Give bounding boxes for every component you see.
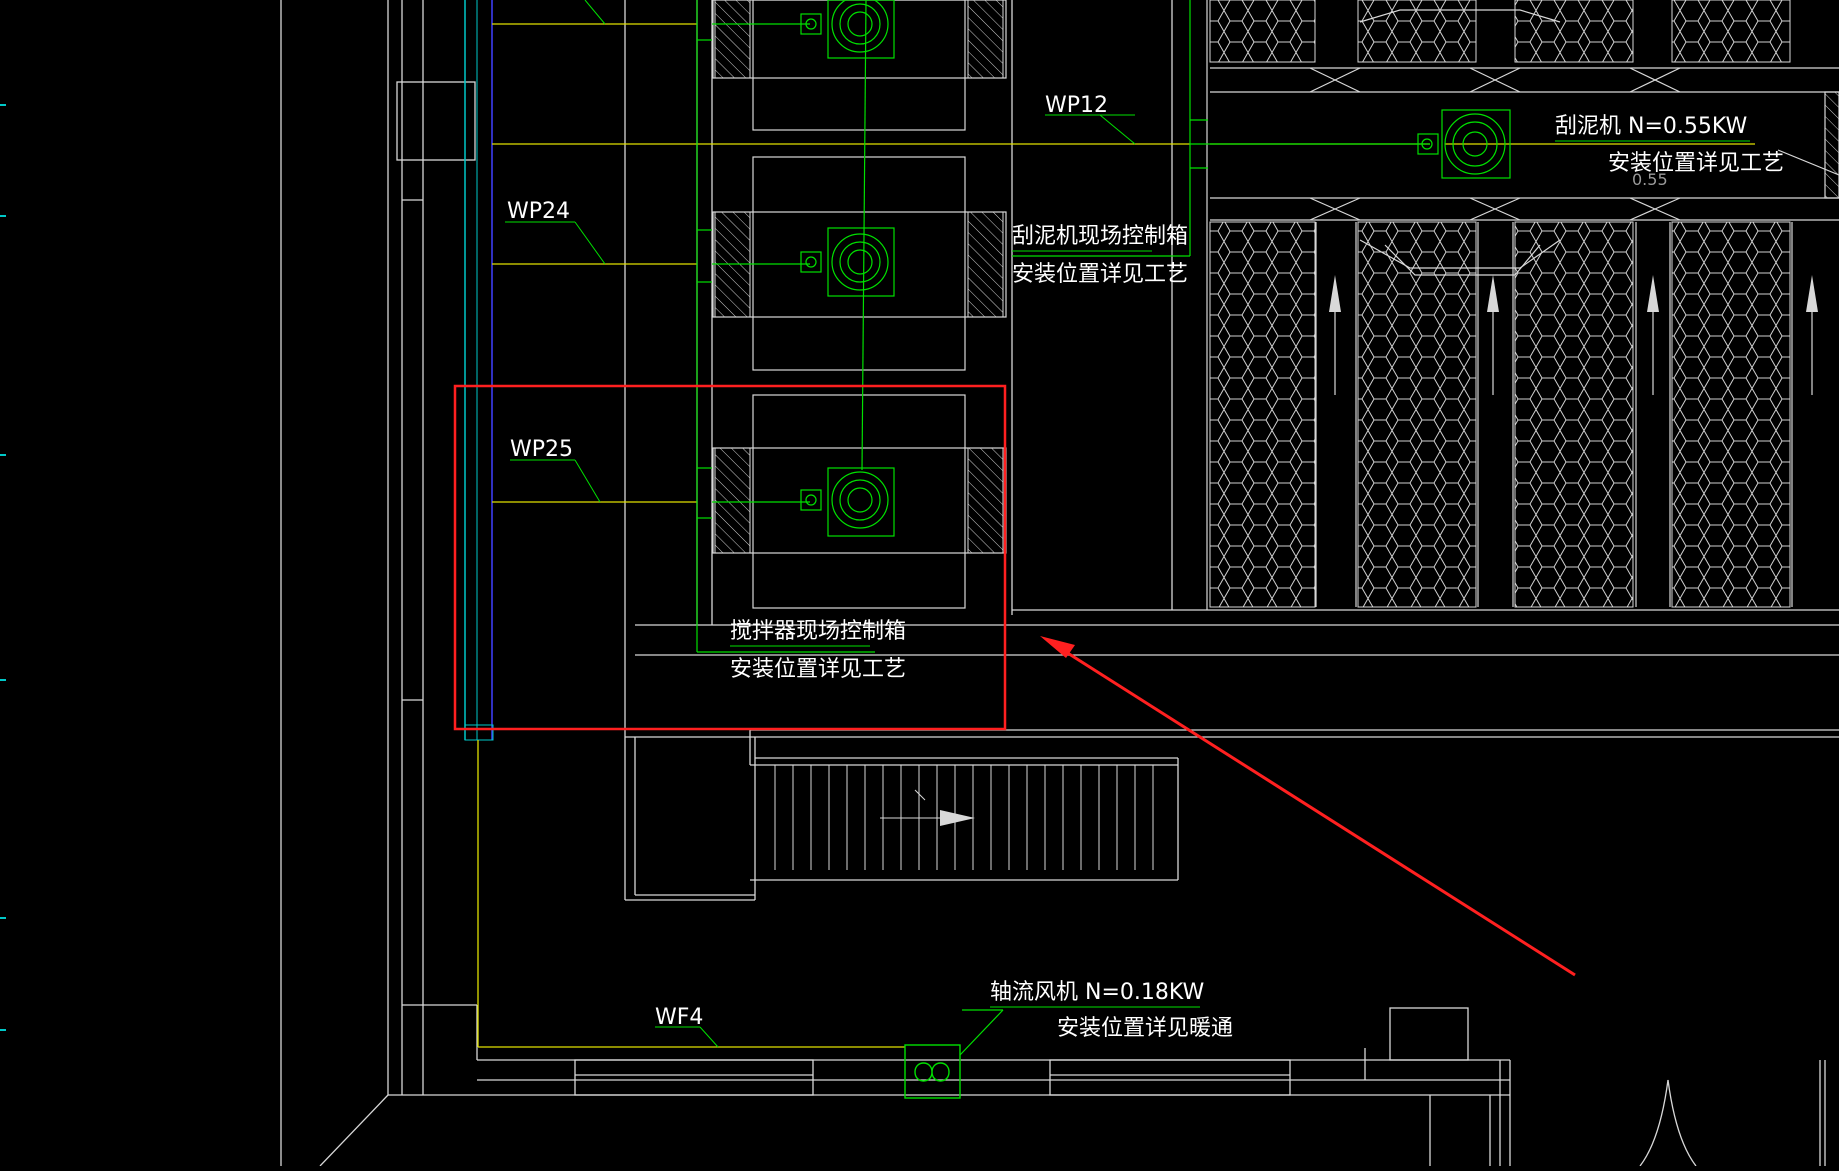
label-scraper-box-install: 安装位置详见工艺 bbox=[1012, 262, 1188, 287]
label-underlines bbox=[730, 140, 1750, 1008]
flow-arrows bbox=[1329, 275, 1818, 312]
label-wf4: WF4 bbox=[655, 1005, 703, 1030]
up-arrow-icon bbox=[1487, 275, 1499, 312]
left-ruler-ticks bbox=[0, 104, 6, 1031]
label-scraper-small: 0.55 bbox=[1632, 170, 1668, 189]
scraper-rails bbox=[1206, 0, 1839, 610]
motor-icon bbox=[800, 0, 895, 59]
building-structure bbox=[280, 0, 1839, 1167]
label-fan-install: 安装位置详见暖通 bbox=[1057, 1016, 1233, 1041]
mixer-tanks bbox=[712, 0, 1007, 609]
up-arrow-icon bbox=[1806, 275, 1818, 312]
riser-box bbox=[464, 724, 494, 741]
motor-icon bbox=[1417, 109, 1511, 179]
motor-icon bbox=[800, 467, 895, 537]
highlight-arrow-head bbox=[1040, 636, 1075, 658]
highlight-arrow-shaft bbox=[1054, 643, 1576, 977]
label-scraper-spec: 刮泥机 N=0.55KW bbox=[1555, 114, 1748, 139]
motor-icon bbox=[800, 227, 895, 297]
media-blocks bbox=[1209, 0, 1791, 608]
label-fan-spec: 轴流风机 N=0.18KW bbox=[990, 980, 1205, 1005]
up-arrow-icon bbox=[1647, 275, 1659, 312]
label-scraper-box: 刮泥机现场控制箱 bbox=[1012, 224, 1188, 249]
tank-hatching bbox=[714, 0, 1004, 554]
up-arrow-icon bbox=[1329, 275, 1341, 312]
highlight-box bbox=[453, 384, 1007, 731]
green-wiring bbox=[696, 0, 1430, 1056]
label-wp25: WP25 bbox=[510, 437, 573, 462]
label-wp24: WP24 bbox=[507, 199, 570, 224]
stair-arrow-icon bbox=[940, 810, 975, 826]
labels: WP12 WP24 WP25 WF4 刮泥机 N=0.55KW 安装位置详见工艺… bbox=[507, 93, 1784, 1041]
stairs bbox=[774, 765, 1154, 870]
leader-lines bbox=[505, 0, 1136, 1048]
fan-icon bbox=[904, 1044, 961, 1099]
label-mixer-box: 搅拌器现场控制箱 bbox=[730, 619, 906, 644]
label-scraper-install: 安装位置详见工艺 bbox=[1608, 151, 1784, 176]
label-mixer-box-install: 安装位置详见工艺 bbox=[730, 657, 906, 682]
label-wp12: WP12 bbox=[1045, 93, 1108, 118]
